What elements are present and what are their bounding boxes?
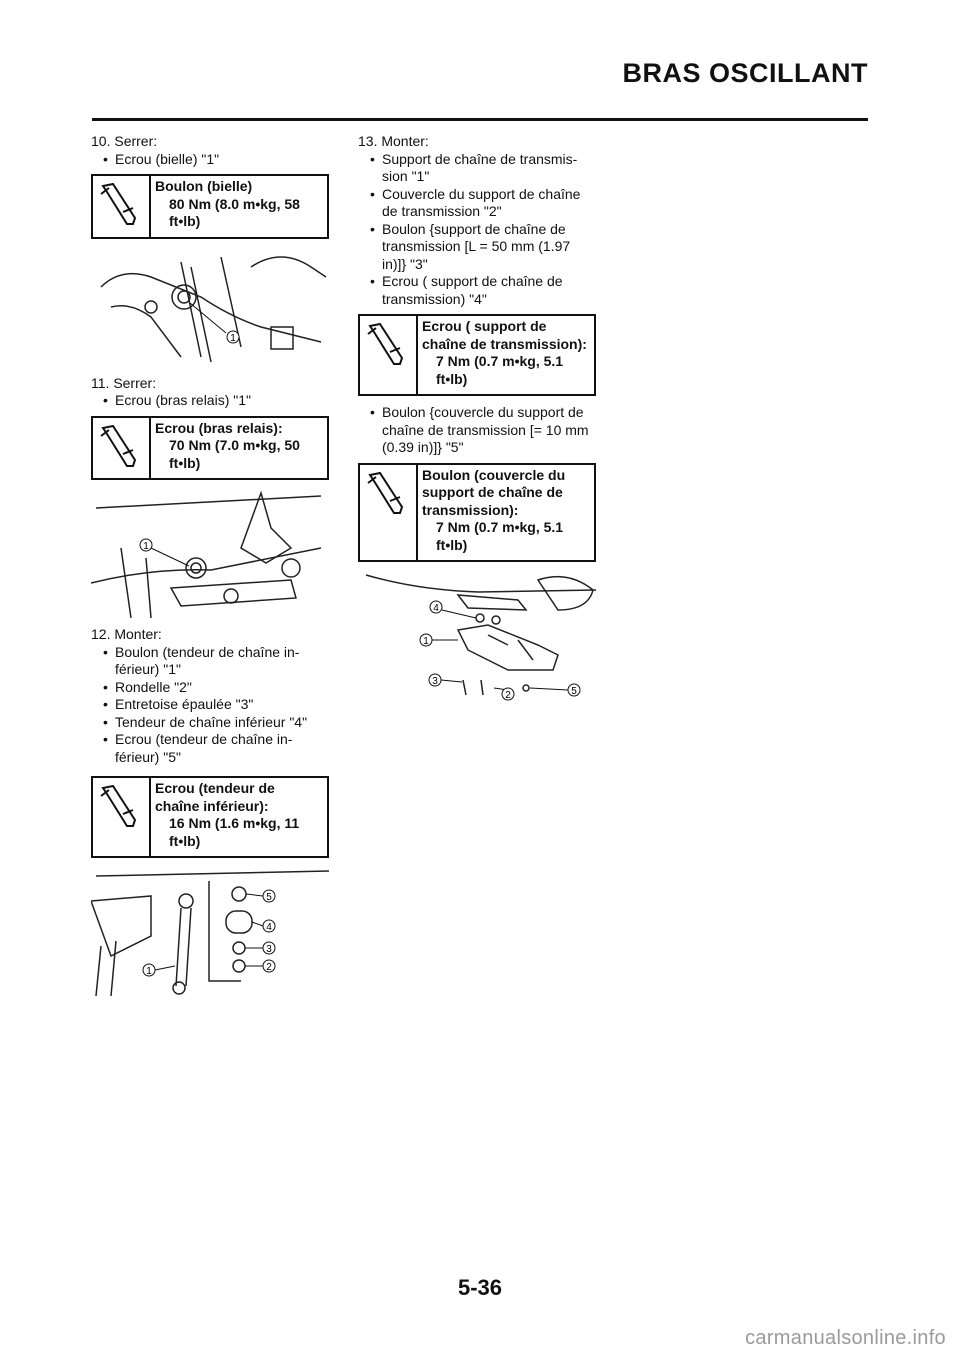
list-item: Ecrou ( support de chaîne de transmissio…: [358, 273, 596, 308]
torque-title: Ecrou (bras relais):: [155, 419, 283, 436]
callout-1: 1: [146, 966, 152, 977]
figure-chain-tensioner: 5 4 3 2 1: [91, 870, 329, 996]
torque-title: Boulon (couvercle du support de chaîne d…: [422, 466, 566, 518]
list-item: Entretoise épaulée "3": [91, 696, 329, 714]
list-item: Boulon {support de chaîne de transmissio…: [358, 221, 596, 274]
step-13: 13. Monter: Support de chaîne de transmi…: [358, 133, 596, 308]
right-column: 13. Monter: Support de chaîne de transmi…: [358, 133, 596, 713]
callout-2: 2: [266, 962, 272, 973]
torque-title: Ecrou (tendeur de chaîne inférieur):: [155, 780, 275, 814]
list-item: Support de chaîne de transmis-sion "1": [358, 151, 596, 186]
list-item: Tendeur de chaîne inférieur "4": [91, 714, 329, 732]
callout-5: 5: [571, 686, 577, 697]
torque-wrench-icon: [360, 464, 418, 560]
list-item: Boulon (tendeur de chaîne in-férieur) "1…: [91, 644, 329, 679]
torque-value: 7 Nm (0.7 m•kg, 5.1 ft•lb): [436, 519, 564, 553]
torque-value: 7 Nm (0.7 m•kg, 5.1 ft•lb): [436, 353, 564, 387]
torque-value: 70 Nm (7.0 m•kg, 50 ft•lb): [169, 437, 300, 471]
callout-2: 2: [505, 690, 511, 701]
callout-1: 1: [230, 333, 236, 344]
torque-wrench-icon: [93, 176, 151, 237]
step-heading: 13. Monter:: [358, 133, 429, 149]
step-heading: 12. Monter:: [91, 626, 162, 642]
watermark[interactable]: carmanualsonline.info: [745, 1327, 946, 1349]
figure-bielle-nut: 1: [100, 255, 327, 362]
step-11: 11. Serrer: Ecrou (bras relais) "1": [91, 375, 329, 410]
torque-spec-box: Ecrou ( support de chaîne de transmissio…: [358, 314, 596, 396]
torque-value: 80 Nm (8.0 m•kg, 58 ft•lb): [169, 195, 300, 230]
callout-1: 1: [423, 636, 429, 647]
callout-4: 4: [266, 922, 272, 933]
torque-spec-box: Ecrou (tendeur de chaîne inférieur): 16 …: [91, 776, 329, 858]
header-rule: [92, 118, 868, 121]
callout-5: 5: [266, 892, 272, 903]
figure-chain-support: 4 1 3 2 5: [365, 574, 596, 701]
torque-value: 16 Nm (1.6 m•kg, 11 ft•lb): [169, 815, 300, 849]
list-item: Rondelle "2": [91, 679, 329, 697]
list-item: Ecrou (tendeur de chaîne in-férieur) "5": [91, 731, 329, 766]
step-heading: 10. Serrer:: [91, 133, 158, 149]
page-header-title: BRAS OSCILLANT: [622, 58, 868, 88]
torque-wrench-icon: [93, 778, 151, 856]
list-item: Couvercle du support de chaîne de transm…: [358, 186, 596, 221]
callout-1: 1: [143, 541, 149, 552]
torque-wrench-icon: [93, 417, 151, 478]
callout-4: 4: [433, 603, 439, 614]
torque-wrench-icon: [360, 316, 418, 394]
torque-spec-box: Ecrou (bras relais): 70 Nm (7.0 m•kg, 50…: [91, 415, 329, 480]
torque-spec-box: Boulon (couvercle du support de chaîne d…: [358, 462, 596, 562]
callout-3: 3: [266, 944, 272, 955]
step-heading: 11. Serrer:: [91, 374, 157, 391]
callout-3: 3: [432, 676, 438, 687]
torque-spec-box: Boulon (bielle) 80 Nm (8.0 m•kg, 58 ft•l…: [91, 174, 329, 239]
step-12: 12. Monter: Boulon (tendeur de chaîne in…: [91, 626, 329, 766]
list-item: Boulon {couvercle du support de chaîne d…: [358, 404, 596, 457]
torque-title: Ecrou ( support de chaîne de transmissio…: [422, 318, 587, 352]
torque-title: Boulon (bielle): [155, 178, 253, 194]
list-item: Ecrou (bielle) "1": [91, 151, 329, 169]
figure-relay-arm-nut: 1: [91, 490, 322, 618]
step-10: 10. Serrer: Ecrou (bielle) "1": [91, 133, 329, 168]
list-item: Ecrou (bras relais) "1": [91, 392, 329, 410]
left-column: 10. Serrer: Ecrou (bielle) "1" Boulon (b…: [91, 133, 329, 1004]
page-number: 5-36: [457, 1275, 503, 1300]
